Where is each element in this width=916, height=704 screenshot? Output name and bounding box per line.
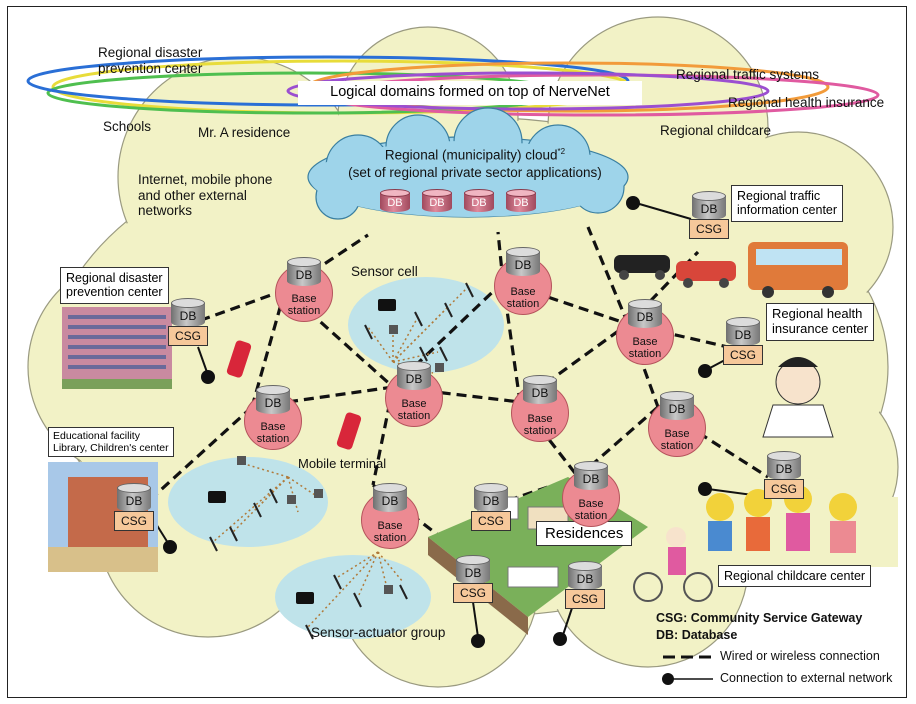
csg-health: CSG — [723, 345, 763, 365]
csg-residence-3: CSG — [565, 589, 605, 609]
traffic-vehicles-illustration — [614, 242, 848, 298]
base-station-6-db: DB — [523, 375, 557, 407]
cloud-db-2: DB — [422, 189, 452, 213]
csg-residence-1-db: DB — [474, 483, 508, 515]
csg-residence-2-db: DB — [456, 555, 490, 587]
csg-childcare-db: DB — [767, 451, 801, 483]
disaster-center-label: Regional disaster prevention center — [60, 267, 169, 304]
traffic-center-label: Regional traffic information center — [731, 185, 844, 222]
base-station-8: Base station — [361, 491, 419, 549]
external-networks-label: Internet, mobile phone and other externa… — [138, 172, 273, 219]
childcare-center-label: Regional childcare center — [718, 565, 872, 588]
cloud-db-4: DB — [506, 189, 536, 213]
sensor-zones — [168, 277, 504, 639]
base-station-2-db: DB — [506, 247, 540, 279]
csg-residence-3-db: DB — [568, 561, 602, 593]
ring-label-disaster: Regional disaster prevention center — [98, 45, 203, 76]
csg-disaster: CSG — [168, 326, 208, 346]
diagram-frame: Regional disaster prevention center Scho… — [7, 6, 907, 698]
sensor-icons — [237, 325, 444, 594]
base-station-7: Base station — [648, 399, 706, 457]
cloud-subtitle: (set of regional private sector applicat… — [348, 165, 602, 180]
base-station-4-db: DB — [628, 299, 662, 331]
csg-health-db: DB — [726, 317, 760, 349]
cloud-db-1: DB — [380, 189, 410, 213]
disaster-building-illustration — [62, 307, 172, 389]
cloud-title: Regional (municipality) cloud*2 — [384, 147, 566, 163]
legend-db: DB: Database — [656, 628, 738, 642]
doctor-illustration — [762, 357, 834, 438]
education-center-label: Educational facility Library, Children's… — [48, 427, 174, 458]
ring-label-traffic: Regional traffic systems — [676, 67, 820, 82]
legend-wired: Wired or wireless connection — [720, 649, 880, 663]
logical-domains-label: Logical domains formed on top of NerveNe… — [298, 81, 642, 105]
csg-residence-2: CSG — [453, 583, 493, 603]
base-station-5: Base station — [244, 392, 302, 450]
legend-csg: CSG: Community Service Gateway — [656, 611, 863, 625]
csg-traffic-db: DB — [692, 191, 726, 223]
health-center-label: Regional health insurance center — [766, 303, 875, 341]
ring-label-residence: Mr. A residence — [198, 125, 291, 140]
base-station-3-db: DB — [397, 361, 431, 393]
csg-disaster-db: DB — [171, 298, 205, 330]
ring-label-schools: Schools — [103, 119, 152, 134]
base-station-5-db: DB — [256, 385, 290, 417]
csg-education-db: DB — [117, 483, 151, 515]
base-station-9-db: DB — [574, 461, 608, 493]
base-station-8-db: DB — [373, 483, 407, 515]
cloud-db-3: DB — [464, 189, 494, 213]
base-station-9: Base station — [562, 469, 620, 527]
mobile-terminal-label: Mobile terminal — [298, 456, 387, 471]
mobile-terminal-icon — [226, 340, 362, 450]
csg-traffic: CSG — [689, 219, 729, 239]
base-station-7-db: DB — [660, 391, 694, 423]
legend-external: Connection to external network — [720, 671, 893, 685]
sensor-actuator-label: Sensor-actuator group — [311, 625, 446, 640]
children-illustration — [633, 485, 898, 602]
camera-icons — [208, 299, 396, 604]
sensor-cell-label: Sensor cell — [351, 264, 418, 279]
csg-childcare: CSG — [764, 479, 804, 499]
base-station-1-db: DB — [287, 257, 321, 289]
ring-label-health: Regional health insurance — [728, 95, 885, 110]
sensor-probe-icons — [209, 282, 474, 640]
csg-residence-1: CSG — [471, 511, 511, 531]
csg-education: CSG — [114, 511, 154, 531]
legend-marks — [662, 655, 713, 685]
ring-label-childcare: Regional childcare — [660, 123, 772, 138]
